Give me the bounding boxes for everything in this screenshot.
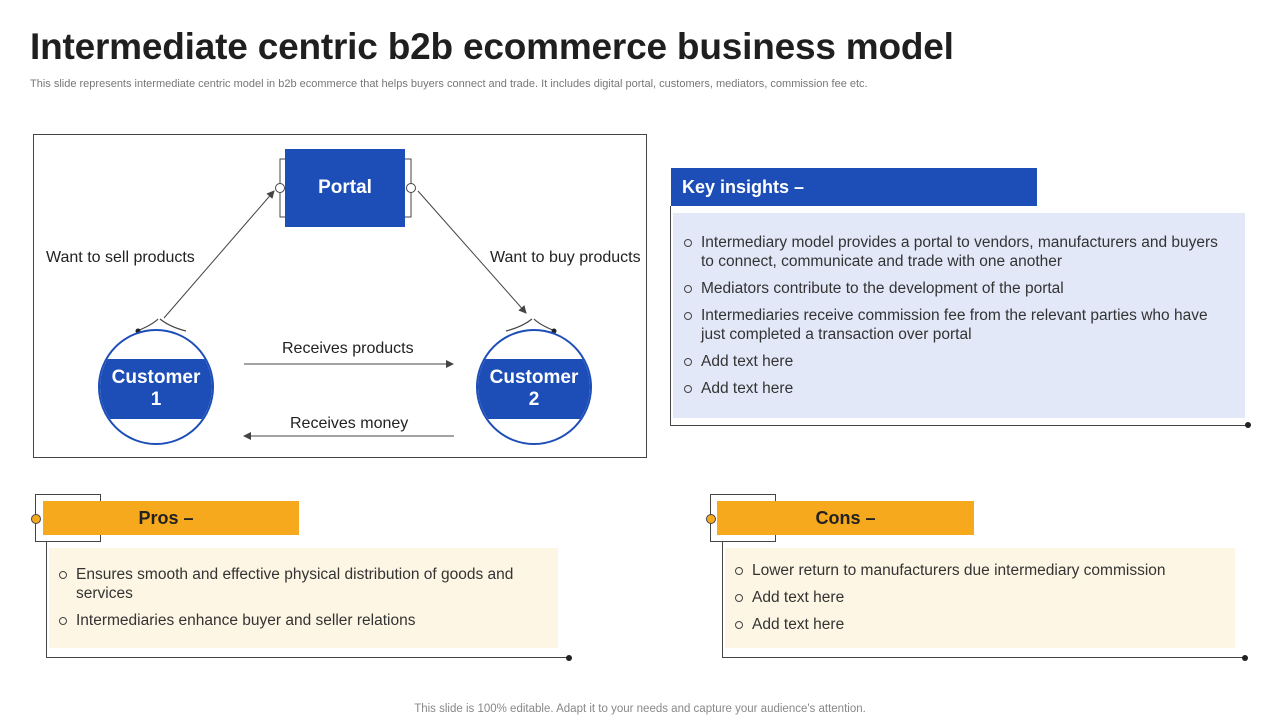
cons-frame-dot — [1242, 655, 1248, 661]
pros-heading-text: Pros – — [138, 507, 194, 528]
list-item: Intermediaries enhance buyer and seller … — [58, 611, 548, 630]
pros-heading: Pros – — [43, 501, 299, 535]
key-insights-heading: Key insights – — [671, 168, 1037, 206]
customer-2-node: Customer 2 — [476, 329, 592, 445]
cons-heading-text: Cons – — [815, 507, 876, 528]
portal-left-connector — [275, 183, 285, 193]
cons-panel — [725, 548, 1235, 648]
cons-list: Lower return to manufacturers due interm… — [734, 561, 1224, 642]
pros-list: Ensures smooth and effective physical di… — [58, 565, 548, 638]
slide-footer: This slide is 100% editable. Adapt it to… — [414, 703, 866, 715]
customer-1-label-line2: 1 — [150, 389, 162, 410]
customer-2-label: Customer 2 — [478, 359, 590, 419]
b2b-diagram: Portal Customer 1 Customer 2 Want to sel… — [33, 134, 647, 458]
key-insights-frame — [670, 206, 1249, 426]
cons-heading: Cons – — [717, 501, 974, 535]
list-item: Ensures smooth and effective physical di… — [58, 565, 548, 603]
customer2-hook-tail — [505, 318, 533, 332]
list-item: Add text here — [734, 588, 1224, 607]
list-item: Mediators contribute to the development … — [683, 279, 1228, 298]
portal-node: Portal — [285, 149, 405, 227]
list-item: Add text here — [734, 615, 1224, 634]
want-sell-label: Want to sell products — [46, 249, 195, 266]
list-item: Add text here — [683, 379, 1228, 398]
list-item: Intermediary model provides a portal to … — [683, 233, 1228, 271]
arrow-portal-to-customer2 — [417, 190, 527, 314]
receives-products-label: Receives products — [282, 340, 414, 357]
list-item: Add text here — [683, 352, 1228, 371]
slide-title: Intermediate centric b2b ecommerce busin… — [30, 26, 954, 67]
customer-1-node: Customer 1 — [98, 329, 214, 445]
receives-money-label: Receives money — [290, 415, 409, 432]
slide-subtitle: This slide represents intermediate centr… — [30, 78, 868, 90]
customer-1-label-line1: Customer — [111, 367, 201, 388]
customer-2-label-line1: Customer — [489, 367, 579, 388]
customer1-hook-tail — [159, 318, 187, 332]
pros-frame — [46, 542, 569, 658]
pros-frame-dot — [566, 655, 572, 661]
list-item: Intermediaries receive commission fee fr… — [683, 306, 1228, 344]
key-insights-frame-dot — [1245, 422, 1251, 428]
list-item: Lower return to manufacturers due interm… — [734, 561, 1224, 580]
customer-1-label: Customer 1 — [100, 359, 212, 419]
key-insights-list: Intermediary model provides a portal to … — [683, 233, 1228, 406]
want-buy-label: Want to buy products — [490, 249, 641, 266]
cons-frame — [722, 542, 1245, 658]
customer-2-label-line2: 2 — [528, 389, 540, 410]
cons-tab-dot — [706, 514, 716, 524]
key-insights-panel — [673, 213, 1245, 418]
pros-panel — [49, 548, 558, 648]
arrow-customer1-to-portal — [163, 190, 275, 319]
portal-right-connector — [406, 183, 416, 193]
pros-tab-dot — [31, 514, 41, 524]
diagram-connectors — [135, 158, 557, 440]
